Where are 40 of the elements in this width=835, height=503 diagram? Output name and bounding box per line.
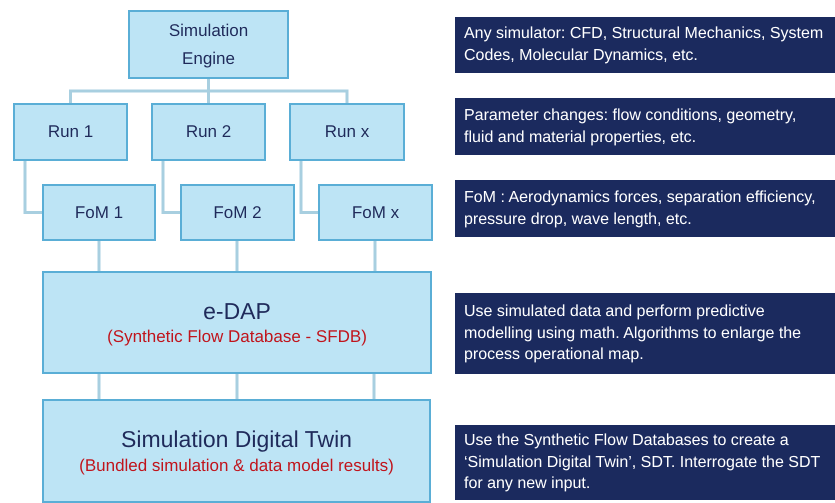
box-title: Simulation Engine	[168, 20, 249, 70]
description-panel	[455, 425, 835, 500]
description-text: FoM : Aerodynamics forces, separation efficiency, pressure drop, wave length, etc.	[464, 188, 817, 230]
process-box	[151, 103, 266, 161]
process-box	[42, 271, 432, 374]
process-box	[180, 184, 295, 241]
connector-line	[162, 161, 180, 214]
box-title: Run 1	[48, 121, 94, 144]
connector-line	[98, 241, 100, 271]
connector-line	[207, 79, 348, 103]
connector-line	[300, 161, 318, 214]
connector-line	[24, 161, 42, 214]
process-box	[42, 399, 431, 503]
connector-line	[372, 374, 376, 399]
box-title: e-DAP	[203, 296, 271, 326]
description-text: Use the Synthetic Flow Databases to create a ‘Simulation Digital Twin’, SDT. Interrogate the SDT for any new input.	[464, 431, 822, 494]
process-box	[289, 103, 405, 161]
box-title: Simulation Digital Twin	[121, 425, 352, 454]
connector-line	[374, 241, 376, 271]
box-title: FoM 1	[74, 202, 124, 224]
process-box	[318, 184, 433, 241]
connector-line	[236, 374, 238, 399]
description-panel	[455, 180, 835, 237]
process-box	[42, 184, 156, 241]
box-title: Run 2	[186, 121, 232, 144]
description-panel	[455, 17, 835, 73]
description-panel	[455, 98, 835, 155]
process-box	[128, 10, 289, 79]
process-box	[13, 103, 128, 161]
description-text: Use simulated data and perform predictive modelling using math. Algorithms to enlarge the process operational map.	[464, 302, 802, 366]
connector-line	[98, 374, 100, 399]
description-text: Any simulator: CFD, Structural Mechanics, System Codes, Molecular Dynamics, etc.	[464, 24, 824, 66]
box-subtitle: (Bundled simulation & data model results)	[79, 454, 394, 477]
box-title: FoM x	[352, 202, 400, 224]
box-title: Run x	[324, 121, 370, 144]
description-text: Parameter changes: flow conditions, geometry, fluid and material properties, etc.	[464, 106, 798, 148]
box-subtitle: (Synthetic Flow Database - SFDB)	[107, 326, 367, 348]
connector-line	[236, 241, 238, 271]
description-panel	[455, 293, 835, 374]
box-title: FoM 2	[213, 202, 262, 224]
